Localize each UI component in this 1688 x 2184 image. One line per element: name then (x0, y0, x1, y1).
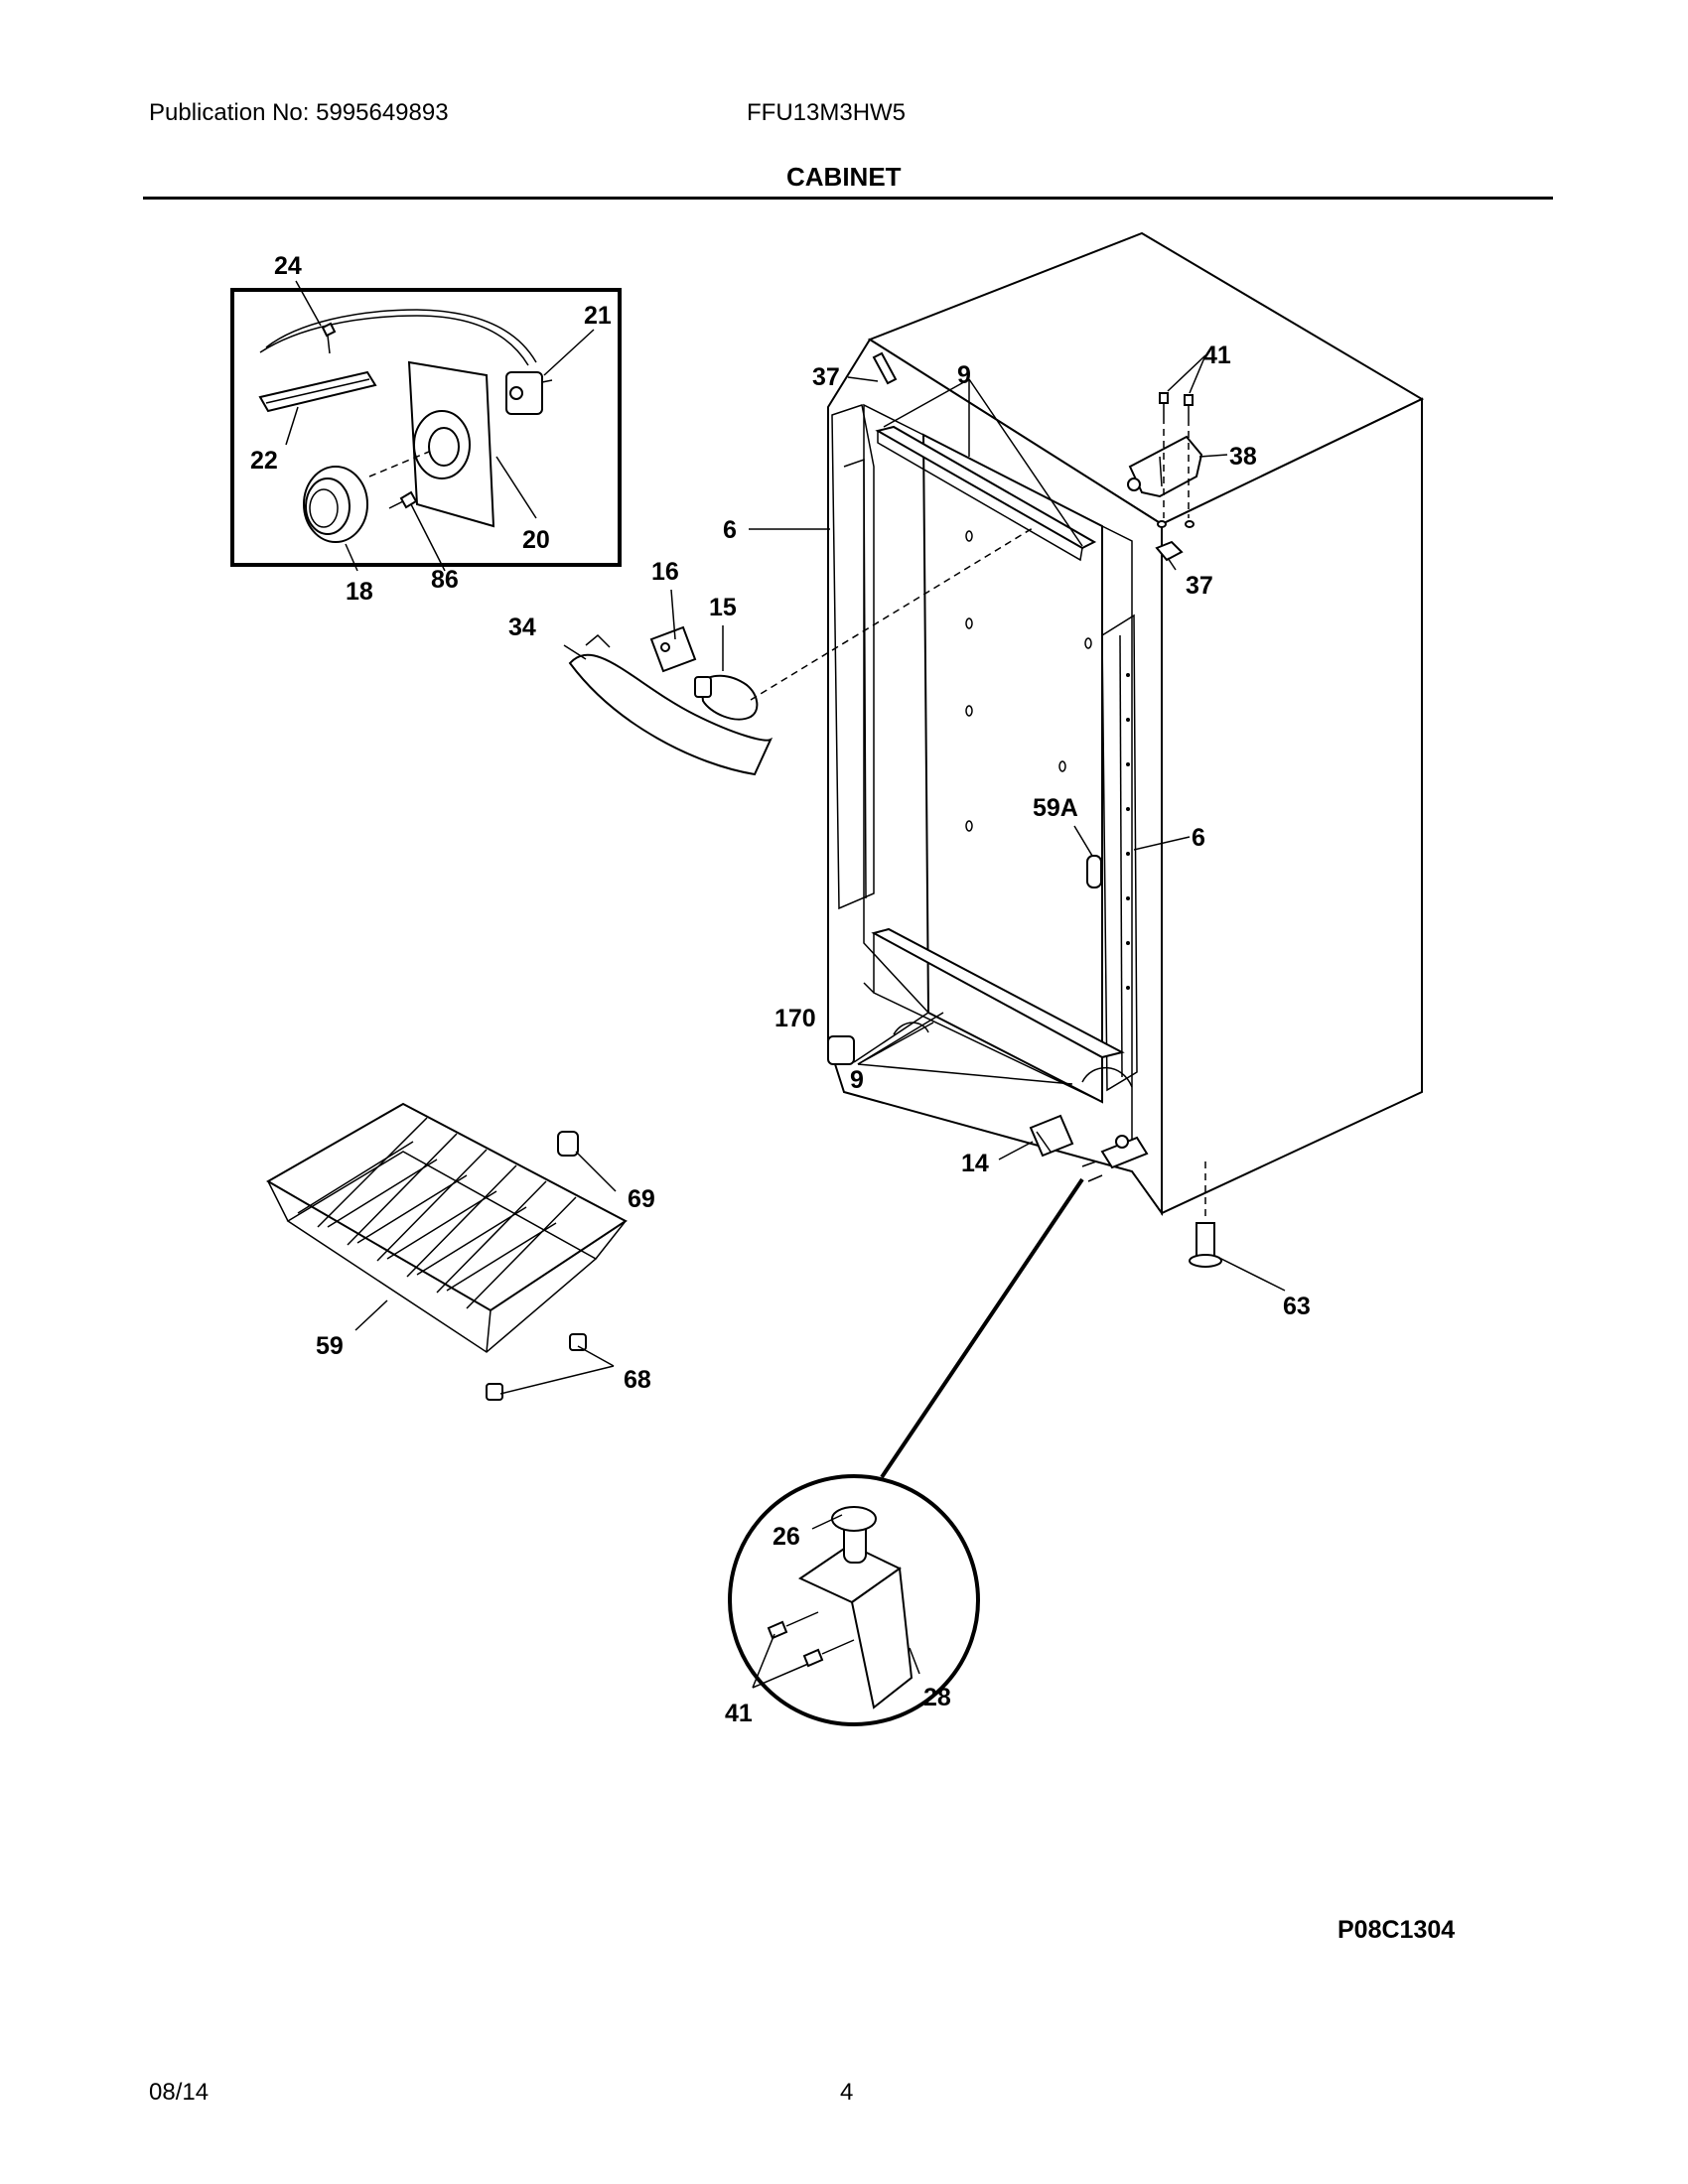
section-title: CABINET (786, 162, 902, 192)
callout-24: 24 (274, 252, 302, 280)
bottom-hinge-small (1081, 1135, 1149, 1182)
callout-18: 18 (346, 578, 373, 606)
callout-59A: 59A (1033, 794, 1078, 822)
callout-34: 34 (508, 614, 536, 641)
callout-21: 21 (584, 302, 612, 330)
callout-26: 26 (773, 1523, 800, 1551)
callout-6-left: 6 (723, 516, 737, 544)
light-assembly-inset (230, 280, 622, 572)
publication-number: Publication No: 5995649893 (149, 99, 449, 126)
wire-basket-59 (265, 1102, 628, 1401)
footer-date: 08/14 (149, 2079, 210, 2106)
callout-38: 38 (1229, 443, 1257, 471)
callout-63: 63 (1283, 1293, 1311, 1320)
callout-68: 68 (624, 1366, 651, 1394)
callout-6-right: 6 (1192, 824, 1205, 852)
callout-41-bottom: 41 (725, 1700, 753, 1727)
callout-15: 15 (709, 594, 737, 621)
callout-59: 59 (316, 1332, 344, 1360)
callout-37-top: 37 (812, 363, 840, 391)
plug-170 (827, 1035, 855, 1065)
model-number: FFU13M3HW5 (747, 99, 907, 126)
callout-leaders (354, 354, 1286, 1395)
leveling-leg-63 (1189, 1161, 1222, 1268)
callout-37-right: 37 (1186, 572, 1213, 600)
callout-170: 170 (774, 1005, 816, 1032)
callout-41-top: 41 (1203, 341, 1231, 369)
light-shield-assembly (568, 527, 1034, 776)
callout-16: 16 (651, 558, 679, 586)
cabinet-body (827, 231, 1425, 1217)
callout-14: 14 (961, 1150, 989, 1177)
callout-69: 69 (628, 1185, 655, 1213)
bottom-hinge-detail-circle (728, 1177, 1084, 1726)
top-hinge-assembly (1127, 392, 1203, 528)
callout-86: 86 (431, 566, 459, 594)
switch-14 (1029, 1114, 1074, 1158)
callout-9-top: 9 (957, 361, 971, 389)
callout-22: 22 (250, 447, 278, 475)
footer-page-number: 4 (840, 2079, 854, 2106)
callout-20: 20 (522, 526, 550, 554)
callout-9-bottom: 9 (850, 1066, 864, 1094)
callout-28: 28 (923, 1684, 951, 1711)
header-rule (143, 197, 1553, 200)
diagram-code: P08C1304 (1337, 1916, 1456, 1944)
